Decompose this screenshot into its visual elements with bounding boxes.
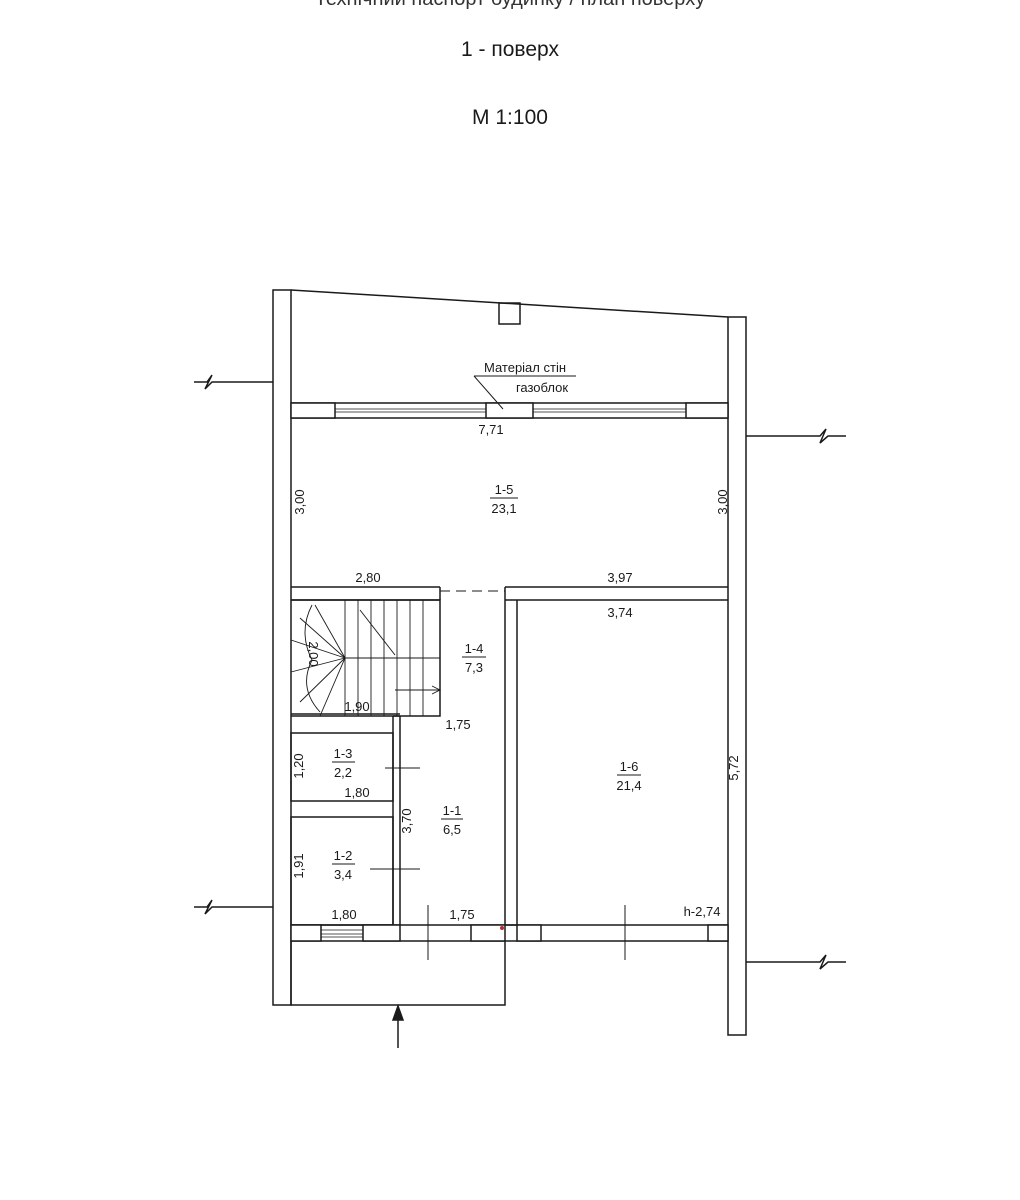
wall-material-value: газоблок [516,380,568,395]
room-1-3-outline [290,732,394,802]
room-1-2-id: 1-2 [334,848,353,863]
break-line-right-top [746,428,846,444]
break-line-left-bottom [194,899,273,915]
window-pier-left [290,402,336,419]
wall-material-label: Матеріал стін [484,360,566,375]
room-1-1-area: 6,5 [443,822,461,837]
break-line-right-bottom [746,954,846,970]
dim-stair-height: 2,00 [306,641,321,666]
room-1-5-id: 1-5 [495,482,514,497]
dim-left-height-15: 3,00 [292,489,307,514]
room-1-3-id: 1-3 [334,746,353,761]
dim-hall-height: 3,70 [399,808,414,833]
window-pier-right [685,402,729,419]
left-outer-wall [272,289,292,1006]
room-1-4-id: 1-4 [465,641,484,656]
ceiling-height: h-2,74 [684,904,721,919]
right-outer-wall [727,316,747,1036]
dim-hall-width-top: 1,75 [445,717,470,732]
dim-room16-height: 5,72 [726,755,741,780]
dim-top-16: 3,74 [607,605,632,620]
dim-bottom-right-15: 3,97 [607,570,632,585]
chimney [498,302,521,325]
door-pier-right [707,924,729,942]
room-1-6-area: 21,4 [616,778,641,793]
small-window-pier-left [290,924,322,942]
door-pier-left [470,924,506,942]
porch [290,941,506,1006]
room-1-4-area: 7,3 [465,660,483,675]
window-pier-mid [485,402,534,419]
scale-label: М 1:100 [472,106,548,129]
room-1-3-area: 2,2 [334,765,352,780]
dim-bottom-left-15: 2,80 [355,570,380,585]
header-top-line: Технічний паспорт будинку / план поверху [0,0,1020,11]
small-window-pier-right [362,924,401,942]
dim-hall-width-bottom: 1,75 [449,907,474,922]
dim-room13-height: 1,20 [291,753,306,778]
dim-stair-width: 1,90 [344,699,369,714]
room-1-6-id: 1-6 [620,759,639,774]
door-pier-mid [516,924,542,942]
dim-room12-width: 1,80 [331,907,356,922]
dim-top-width: 7,71 [478,422,503,437]
room-1-1-id: 1-1 [443,803,462,818]
floor-title: 1 - поверх [461,38,559,61]
room-1-2-area: 3,4 [334,867,352,882]
room-1-5-area: 23,1 [491,501,516,516]
dim-room12-height: 1,91 [291,853,306,878]
dim-right-height-15: 3,00 [715,489,730,514]
dim-room13-width: 1,80 [344,785,369,800]
break-line-left-top [194,374,273,390]
